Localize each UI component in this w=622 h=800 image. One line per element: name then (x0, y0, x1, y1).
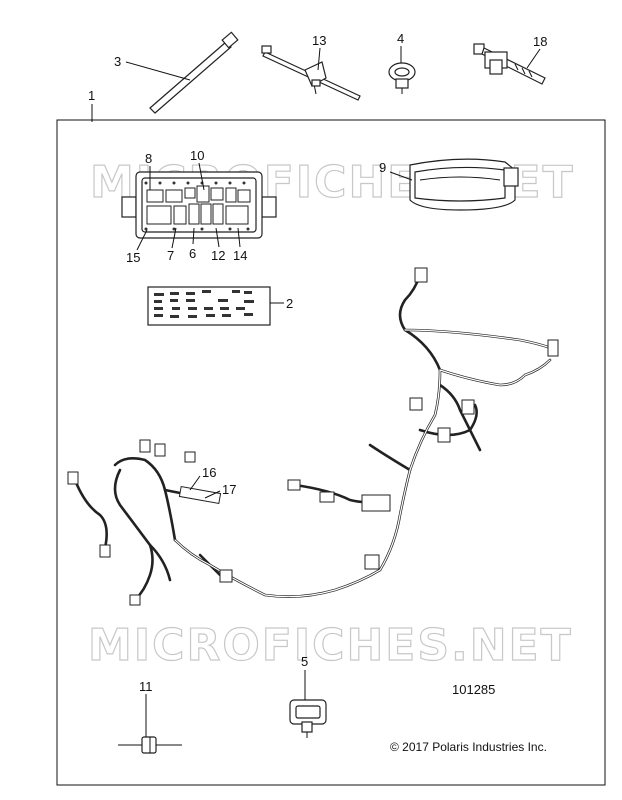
callout-11: 11 (139, 679, 153, 694)
fuse-label-markings (154, 290, 254, 318)
callout-17: 17 (222, 482, 236, 497)
callout-5: 5 (301, 654, 308, 669)
callout-18: 18 (533, 34, 547, 49)
leader-14 (237, 227, 241, 248)
leader-13 (317, 47, 321, 71)
leader-7 (171, 227, 177, 249)
callout-15: 15 (126, 250, 140, 265)
diagram-number: 101285 (452, 682, 495, 697)
part-harness-clip[interactable] (388, 62, 416, 94)
leader-18 (526, 48, 541, 69)
callout-14: 14 (233, 248, 247, 263)
part-push-mount-tie[interactable] (261, 45, 361, 101)
copyright: © 2017 Polaris Industries Inc. (390, 740, 547, 754)
part-fuse-label[interactable] (147, 286, 271, 326)
leader-9 (389, 171, 413, 181)
leader-17 (204, 490, 221, 499)
part-connector-clip[interactable] (289, 699, 327, 738)
callout-3: 3 (114, 54, 121, 69)
leader-10 (198, 162, 205, 191)
kit-frame (56, 119, 606, 786)
callout-6: 6 (189, 246, 196, 261)
part-cable-tie[interactable] (149, 31, 239, 114)
part-edge-clip[interactable] (473, 43, 546, 85)
fuse-box-cells (146, 185, 251, 225)
leader-15 (136, 229, 148, 251)
leader-12 (215, 227, 220, 248)
part-diode[interactable] (118, 736, 182, 754)
callout-1: 1 (88, 88, 95, 103)
main-wiring-harness[interactable] (67, 267, 559, 606)
callout-16: 16 (202, 465, 216, 480)
callout-9: 9 (379, 160, 386, 175)
callout-8: 8 (145, 151, 152, 166)
leader-6 (192, 227, 195, 245)
callout-4: 4 (397, 31, 404, 46)
callout-2: 2 (286, 296, 293, 311)
callout-13: 13 (312, 33, 326, 48)
callout-12: 12 (211, 248, 225, 263)
callout-10: 10 (190, 148, 204, 163)
leader-16 (189, 475, 201, 491)
fuse-box[interactable] (121, 171, 277, 239)
leader-3 (125, 61, 191, 81)
callout-7: 7 (167, 248, 174, 263)
part-fuse-box-cover[interactable] (409, 158, 519, 211)
watermark-bottom: MICROFICHES.NET (88, 620, 573, 671)
harness-connectors (67, 267, 559, 606)
